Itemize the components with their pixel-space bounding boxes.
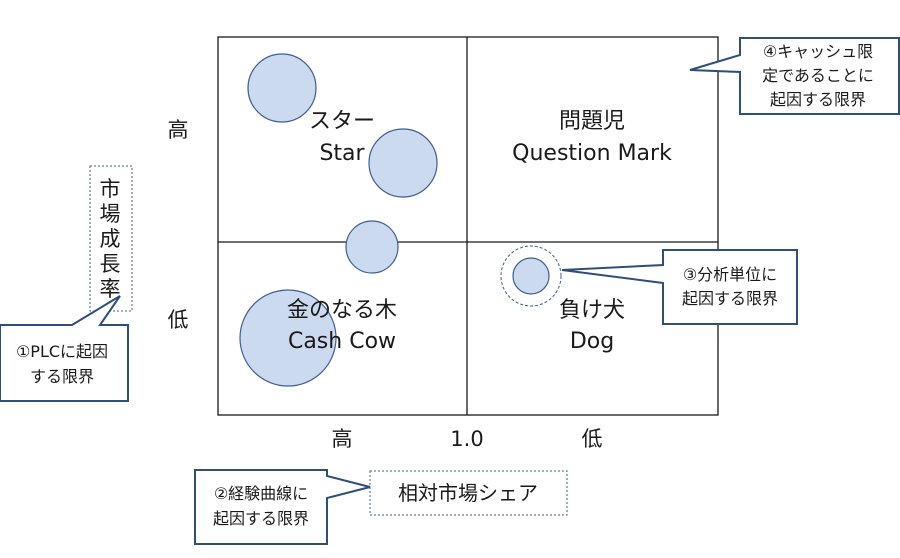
plc-callout-line-1: ①PLCに起因 (16, 342, 108, 361)
experience-curve-callout-line-2: 起因する限界 (213, 509, 309, 528)
star-label-en: Star (319, 141, 365, 166)
product-bubble (368, 128, 438, 198)
y-axis-low-label: 低 (168, 308, 189, 332)
analysis-unit-callout-line-1: ③分析単位に (683, 265, 777, 284)
y-axis-title-glyph: 場 (100, 202, 123, 226)
experience-curve-callout-line-1: ②経験曲線に (214, 484, 308, 503)
product-bubble (247, 53, 317, 123)
dog-bubble-outline (500, 245, 562, 307)
cash-callout-line-1: ④キャッシュ限 (763, 42, 873, 61)
cash-callout (689, 37, 900, 115)
dog-label-jp: 負け犬 (559, 298, 625, 323)
product-bubble (345, 220, 399, 274)
y-axis-title-glyph: 長 (100, 252, 123, 276)
y-axis-title-box (89, 165, 133, 312)
cash-callout-line-2: 定であることに (762, 66, 874, 85)
plc-callout (0, 295, 129, 402)
x-axis-title-box (369, 470, 568, 516)
y-axis-title-glyph: 成 (100, 227, 123, 251)
cash-cow-label-en: Cash Cow (288, 329, 396, 354)
y-axis-title-glyph: 率 (100, 277, 123, 301)
x-axis-mid-label: 1.0 (450, 427, 483, 451)
x-axis-high-label: 高 (332, 427, 353, 451)
plc-callout-line-2: する限界 (30, 367, 94, 386)
y-axis-title-glyph: 市 (100, 177, 123, 201)
cash-cow-label-jp: 金のなる木 (287, 298, 397, 323)
analysis-unit-callout (561, 249, 798, 325)
question-mark-label-jp: 問題児 (559, 109, 625, 134)
x-axis-title: 相対市場シェア (398, 481, 538, 505)
product-bubble (239, 289, 337, 387)
star-label-jp: スター (309, 109, 375, 134)
question-mark-label-en: Question Mark (512, 141, 672, 166)
dog-label-en: Dog (570, 329, 614, 354)
analysis-unit-callout-line-2: 起因する限界 (682, 289, 778, 308)
experience-curve-callout (194, 469, 371, 545)
x-axis-low-label: 低 (582, 427, 603, 451)
product-bubble (512, 257, 550, 295)
cash-callout-line-3: 起因する限界 (770, 90, 866, 109)
y-axis-high-label: 高 (168, 118, 189, 142)
y-axis-title-char: 市場成長率 (100, 177, 123, 301)
